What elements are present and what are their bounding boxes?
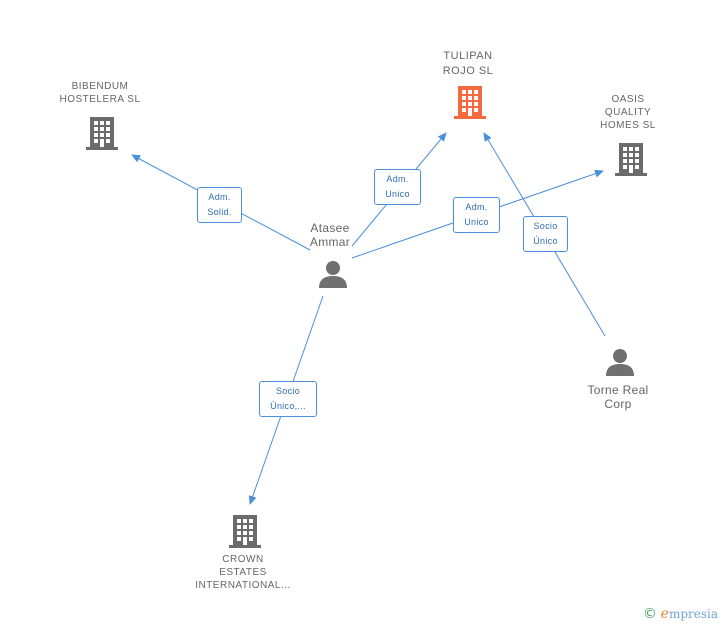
- node-label-torne[interactable]: Torne Real Corp: [587, 383, 649, 411]
- brand-name: mpresia: [668, 607, 718, 621]
- edge-badge-socio-unico-crown[interactable]: Socio Único,...: [259, 381, 317, 417]
- copyright-icon: ©: [642, 606, 657, 622]
- building-icon[interactable]: [86, 115, 118, 151]
- node-label-crown[interactable]: CROWN ESTATES INTERNATIONAL...: [195, 554, 291, 591]
- node-label-tulipan[interactable]: TULIPAN ROJO SL: [442, 50, 494, 77]
- edge-badge-adm-unico-oasis[interactable]: Adm. Unico: [453, 197, 500, 233]
- edge-badge-adm-solid[interactable]: Adm. Solid.: [197, 187, 242, 223]
- building-icon[interactable]: [229, 513, 261, 549]
- brand-e: e: [660, 606, 669, 622]
- node-label-bibendum[interactable]: BIBENDUM HOSTELERA SL: [59, 81, 141, 105]
- node-label-atasee[interactable]: Atasee Ammar: [309, 221, 351, 249]
- empresia-logo: © empresia: [643, 606, 718, 622]
- building-icon[interactable]: [454, 84, 486, 120]
- person-icon[interactable]: [605, 347, 635, 377]
- building-icon[interactable]: [615, 141, 647, 177]
- edge-badge-socio-unico-torne[interactable]: Socio Único: [523, 216, 568, 252]
- edge-badge-adm-unico-tulipan[interactable]: Adm. Unico: [374, 169, 421, 205]
- person-icon[interactable]: [318, 259, 348, 289]
- node-label-oasis[interactable]: OASIS QUALITY HOMES SL: [600, 94, 656, 131]
